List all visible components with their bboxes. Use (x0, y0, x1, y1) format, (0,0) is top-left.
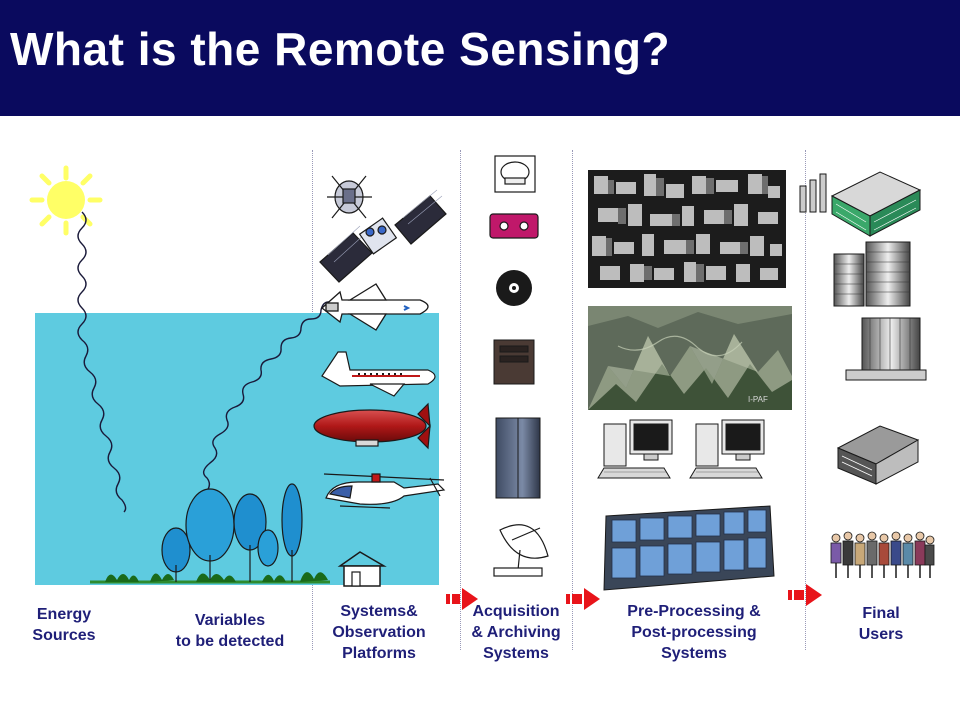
divider (460, 150, 461, 650)
slide-title: What is the Remote Sensing? (10, 23, 671, 75)
terrain-image: I-PAF (588, 306, 792, 410)
stage-label-line: Users (858, 626, 904, 643)
stage-label-acquisition: Acquisition & Archiving Systems (456, 601, 576, 664)
stage-label-line: Variables (194, 612, 266, 629)
tower-buildings-icon (833, 241, 911, 307)
tape-drive-icon (493, 339, 535, 385)
stage-label-line: Observation (332, 624, 426, 641)
people-group-icon (830, 531, 935, 578)
stage-label-line: Platforms (342, 645, 416, 662)
supercomputer-icon (603, 505, 775, 591)
stage-label-line: Post-processing (631, 624, 757, 641)
low-rise-building-icon (836, 425, 920, 485)
satellite-icon (327, 175, 372, 219)
vegetation-icon (161, 483, 303, 582)
stage-label-line: Pre-Processing & (627, 603, 761, 620)
disk-icon (496, 270, 532, 306)
incoming-radiation-wave (77, 211, 127, 513)
house-icon (337, 551, 387, 587)
stage-label-line: & Archiving (471, 624, 561, 641)
satellite-dish-icon (493, 524, 549, 577)
stage-label-platforms: Systems& Observation Platforms (312, 601, 446, 664)
urban-aerial-image (588, 170, 786, 288)
stage-label-line: Sources (32, 627, 96, 644)
stage-label-processing: Pre-Processing & Post-processing Systems (604, 601, 784, 664)
helicopter-icon (323, 473, 446, 509)
satellite-with-panels-icon (319, 189, 447, 283)
stage-label-line: Energy (36, 606, 92, 623)
stage-label-line: Systems& (340, 603, 418, 620)
shrubs-icon (105, 572, 328, 582)
workstation-icon (689, 419, 765, 479)
space-shuttle-icon (320, 283, 429, 331)
high-rise-building-icon (845, 317, 927, 381)
title-bar: What is the Remote Sensing? (0, 0, 960, 116)
server-tower-icon (495, 417, 541, 499)
jet-airplane-icon (321, 351, 436, 397)
stage-label-variables: Variables to be detected (150, 610, 310, 652)
flow-arrow-icon (446, 588, 478, 610)
cassette-icon (489, 213, 539, 239)
stage-label-line: Systems (661, 645, 727, 662)
stage-label-line: Acquisition (472, 603, 560, 620)
office-building-icon (799, 171, 922, 237)
airship-icon (313, 402, 431, 450)
divider (572, 150, 573, 650)
divider (805, 150, 806, 650)
flow-arrow-icon (566, 588, 600, 610)
stage-label-final-users: Final Users (838, 603, 924, 645)
flow-arrow-icon (788, 584, 822, 606)
stage-label-line: Final (862, 605, 900, 622)
stage-label-line: to be detected (175, 633, 285, 650)
workstation-icon (597, 419, 673, 479)
stage-label-line: Systems (483, 645, 549, 662)
atmosphere-area (35, 313, 439, 585)
svg-text:I-PAF: I-PAF (748, 395, 768, 404)
stage-label-energy-sources: Energy Sources (16, 604, 112, 646)
monitor-tape-icon (494, 155, 536, 193)
sun-icon (29, 165, 103, 236)
